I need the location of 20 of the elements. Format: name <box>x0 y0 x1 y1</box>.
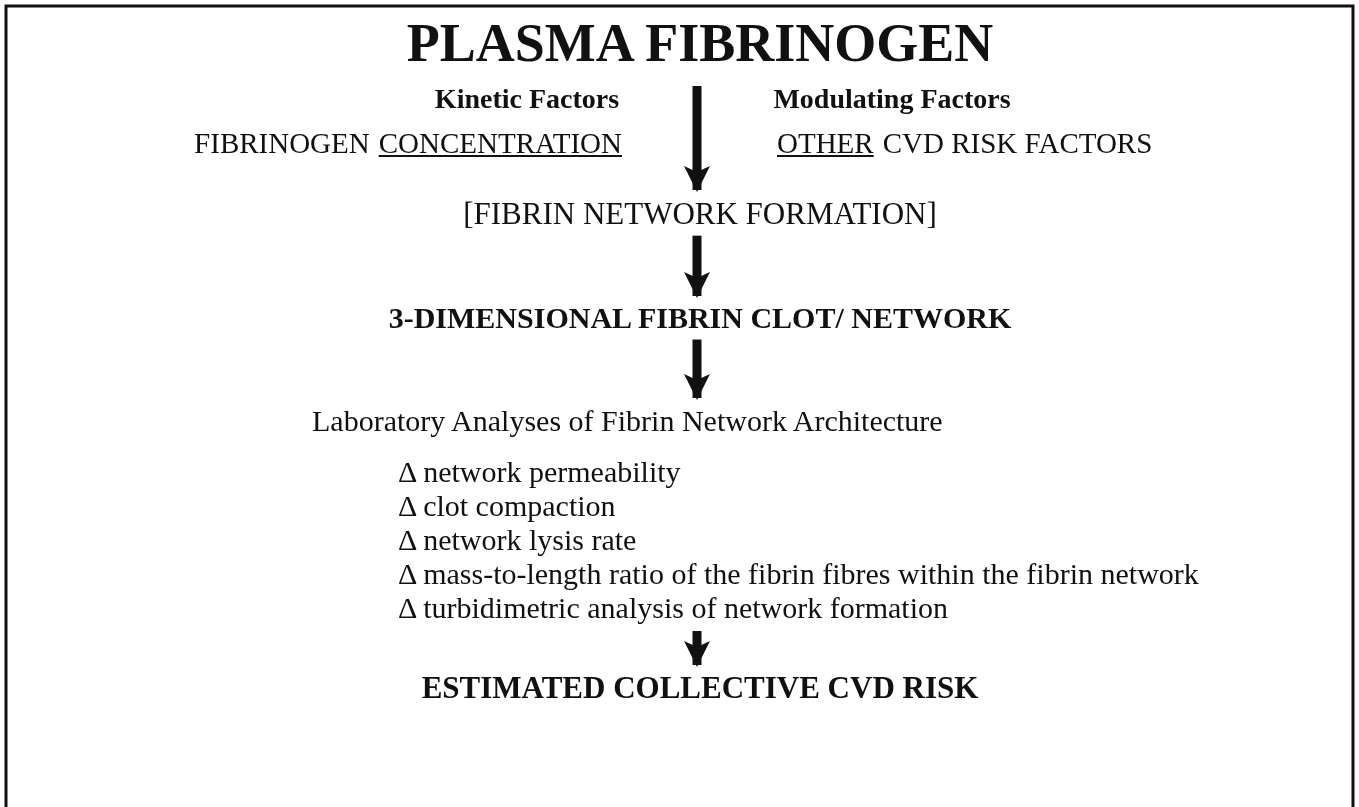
arrow <box>684 631 710 667</box>
list-item: Δ clot compaction <box>397 489 616 523</box>
section-heading: Laboratory Analyses of Fibrin Network Architecture <box>312 403 943 439</box>
list-item: Δ network lysis rate <box>397 523 637 557</box>
factor-label: FIBRINOGEN <box>194 126 370 160</box>
arrow <box>684 235 710 298</box>
step-text: [FIBRIN NETWORK FORMATION] <box>463 196 937 232</box>
column-heading: Kinetic Factors <box>434 82 620 116</box>
factor-label: CVD RISK FACTORS <box>882 126 1153 160</box>
arrow <box>684 86 710 192</box>
heading-text: PLASMA FIBRINOGEN <box>406 12 994 75</box>
factor-label: CONCENTRATION <box>378 126 622 160</box>
factor-label: OTHER <box>777 126 874 160</box>
list-item: Δ network permeability <box>397 455 681 489</box>
column-heading: Modulating Factors <box>773 82 1011 116</box>
list-item: Δ mass-to-length ratio of the fibrin fibres within the fibrin network <box>397 557 1199 591</box>
heading-text: ESTIMATED COLLECTIVE CVD RISK <box>421 670 979 706</box>
list-item: Δ turbidimetric analysis of network formation <box>397 591 948 625</box>
arrow <box>684 339 710 400</box>
heading-text: 3-DIMENSIONAL FIBRIN CLOT/ NETWORK <box>388 301 1012 336</box>
